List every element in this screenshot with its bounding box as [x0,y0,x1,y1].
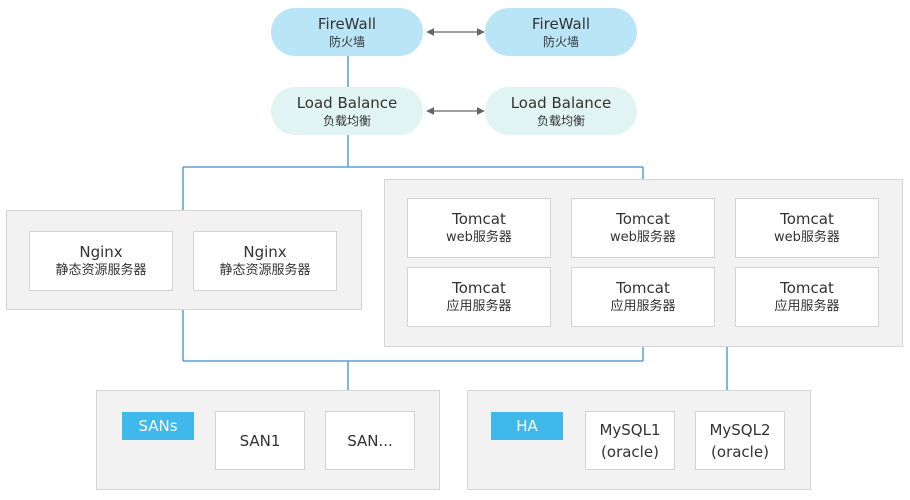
server-subtitle: 静态资源服务器 [219,263,311,278]
ha-group-tag: HA [491,412,563,440]
database-type: (oracle) [711,442,769,461]
san-storage-box: SAN... [325,411,415,470]
san-label: SAN1 [239,431,281,450]
firewall-node-left: FireWall 防火墙 [271,8,423,56]
tomcat-app-server-box: Tomcat 应用服务器 [735,267,879,327]
load-balance-subtitle: 负载均衡 [322,113,371,128]
database-type: (oracle) [601,442,659,461]
firewall-subtitle: 防火墙 [328,34,365,49]
server-subtitle: 应用服务器 [774,299,840,314]
server-subtitle: web服务器 [610,230,676,245]
load-balance-title: Load Balance [510,93,612,112]
firewall-title: FireWall [531,14,591,33]
san-group-tag: SANs [122,412,194,440]
server-subtitle: 静态资源服务器 [55,263,147,278]
nginx-server-box: Nginx 静态资源服务器 [193,231,337,291]
firewall-node-right: FireWall 防火墙 [485,8,637,56]
server-title: Nginx [243,243,287,261]
tomcat-web-server-box: Tomcat web服务器 [571,198,715,258]
san-storage-box: SAN1 [215,411,305,470]
server-title: Nginx [79,243,123,261]
server-subtitle: web服务器 [446,230,512,245]
tomcat-app-server-box: Tomcat 应用服务器 [407,267,551,327]
load-balance-title: Load Balance [296,93,398,112]
tomcat-web-server-box: Tomcat web服务器 [407,198,551,258]
mysql-database-box: MySQL1 (oracle) [585,411,675,470]
database-name: MySQL1 [599,420,661,439]
server-title: Tomcat [780,210,834,228]
load-balance-node-right: Load Balance 负载均衡 [485,87,637,135]
tomcat-web-server-box: Tomcat web服务器 [735,198,879,258]
server-subtitle: 应用服务器 [446,299,512,314]
server-title: Tomcat [780,279,834,297]
tomcat-app-server-box: Tomcat 应用服务器 [571,267,715,327]
load-balance-subtitle: 负载均衡 [536,113,585,128]
server-title: Tomcat [452,279,506,297]
server-subtitle: 应用服务器 [610,299,676,314]
nginx-server-box: Nginx 静态资源服务器 [29,231,173,291]
server-title: Tomcat [616,279,670,297]
mysql-database-box: MySQL2 (oracle) [695,411,785,470]
san-label: SAN... [347,431,393,450]
server-title: Tomcat [616,210,670,228]
server-subtitle: web服务器 [774,230,840,245]
firewall-title: FireWall [317,14,377,33]
firewall-subtitle: 防火墙 [542,34,579,49]
database-name: MySQL2 [709,420,771,439]
server-title: Tomcat [452,210,506,228]
load-balance-node-left: Load Balance 负载均衡 [271,87,423,135]
